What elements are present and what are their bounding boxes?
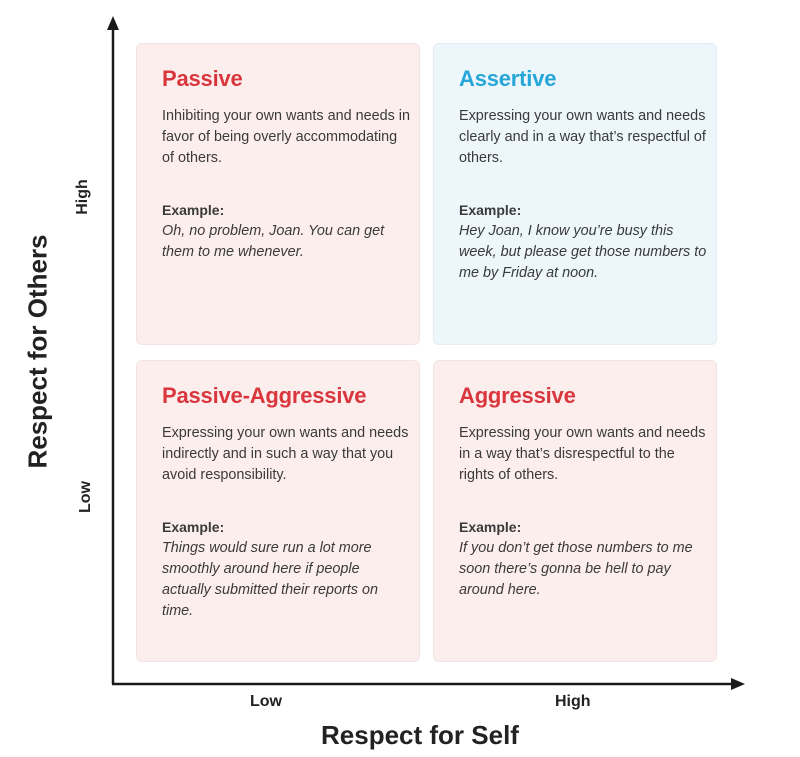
quadrant-aggressive-example-text: If you don’t get those numbers to me soo… [459,540,693,598]
x-axis-title: Respect for Self [321,720,519,750]
quadrant-passive-aggressive: Passive-Aggressive Expressing your own w… [136,360,420,662]
quadrant-assertive-example-text: Hey Joan, I know you’re busy this week, … [459,223,707,281]
quadrant-aggressive-description: Expressing your own wants and needs in a… [459,425,706,483]
quadrant-passive-aggressive-description: Expressing your own wants and needs indi… [162,425,409,483]
quadrant-passive-description: Inhibiting your own wants and needs in f… [162,108,410,166]
quadrant-assertive: Assertive Expressing your own wants and … [433,43,717,345]
y-axis-high-label: High [73,179,91,215]
quadrant-passive-example-label: Example: [162,202,225,218]
y-axis-title: Respect for Others [22,234,53,469]
x-axis-low-label: Low [250,693,282,710]
y-axis-arrow [107,16,119,30]
quadrant-passive-aggressive-example-label: Example: [162,519,225,535]
quadrant-passive-aggressive-example-text: Things would sure run a lot more smoothl… [162,540,378,619]
quadrant-aggressive-title: Aggressive [459,383,576,408]
quadrant-aggressive: Aggressive Expressing your own wants and… [433,360,717,662]
x-axis-arrow [731,678,745,690]
quadrant-assertive-title: Assertive [459,66,557,91]
quadrant-passive-example-text: Oh, no problem, Joan. You can get them t… [162,223,385,260]
quadrant-passive: Passive Inhibiting your own wants and ne… [136,43,420,345]
y-axis-low-label: Low [77,481,94,513]
quadrant-aggressive-example-label: Example: [459,519,522,535]
quadrant-assertive-description: Expressing your own wants and needs clea… [459,108,706,166]
quadrant-assertive-example-label: Example: [459,202,522,218]
quadrant-passive-title: Passive [162,66,243,91]
quadrant-passive-aggressive-title: Passive-Aggressive [162,383,367,408]
x-axis-high-label: High [555,693,591,710]
